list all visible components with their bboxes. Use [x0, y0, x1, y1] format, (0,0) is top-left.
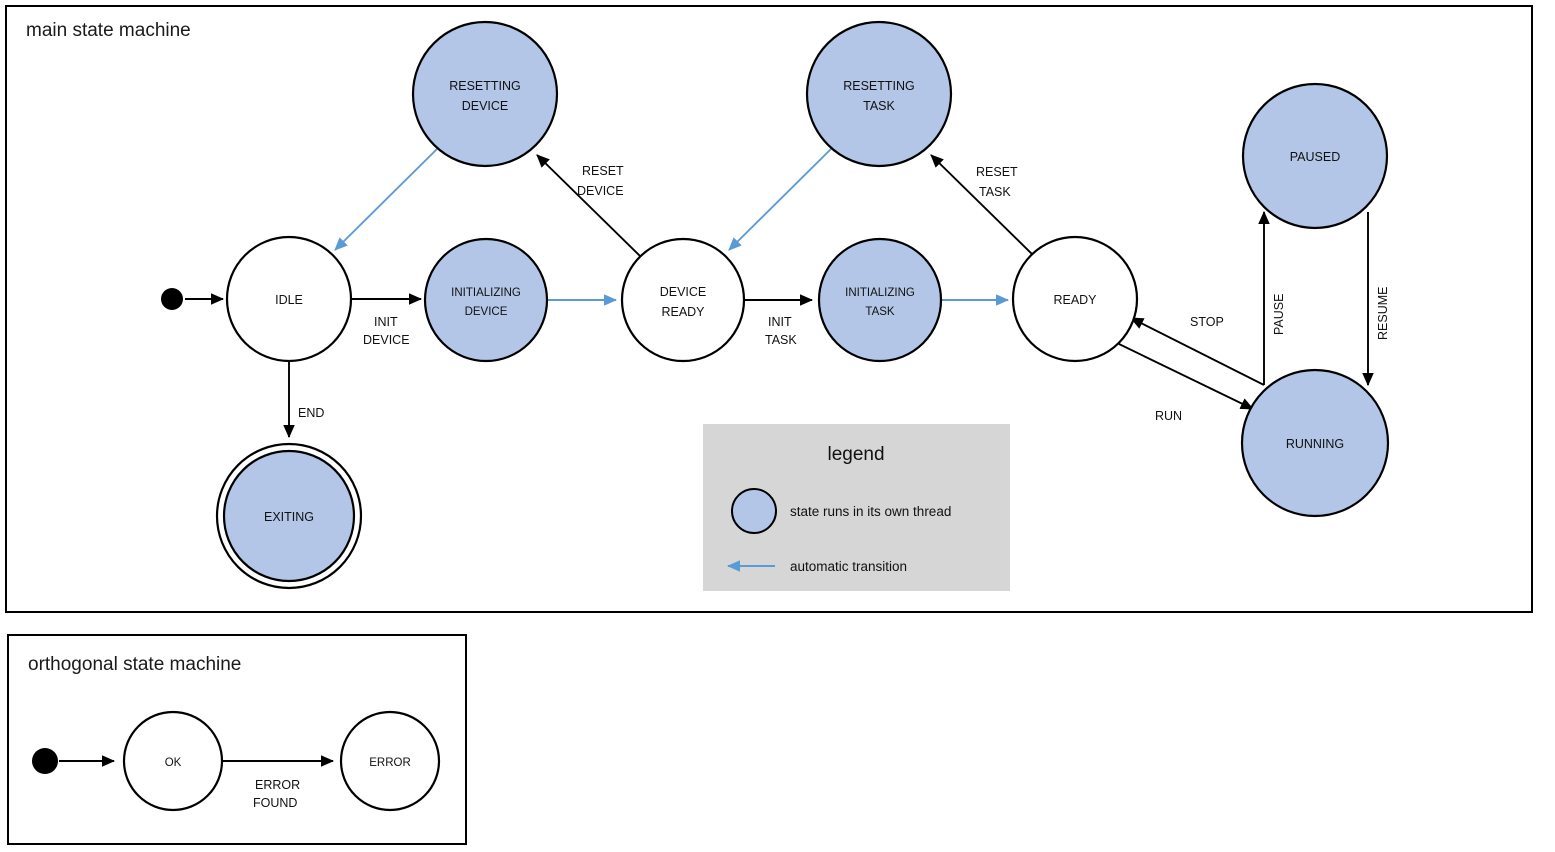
state-error-shape[interactable] — [339, 710, 441, 812]
state-initializing-task-label-line1: INITIALIZING — [845, 287, 915, 299]
main-frame-title: main state machine — [26, 20, 191, 41]
initial-state-dot-main — [161, 288, 183, 310]
state-initializing-device-shape[interactable] — [423, 237, 549, 363]
legend-title: legend — [827, 444, 884, 465]
transition-ready-to-resetting-task — [930, 154, 1035, 257]
edge-label-init-device-line1: INIT — [374, 315, 398, 329]
edge-label-run: RUN — [1155, 409, 1182, 423]
edge-label-init-device-line2: DEVICE — [363, 333, 410, 347]
legend: legend state runs in its own thread auto… — [703, 424, 1010, 591]
state-ready-shape[interactable] — [1011, 235, 1139, 363]
state-paused-shape[interactable] — [1241, 82, 1389, 230]
state-idle[interactable]: IDLE — [225, 235, 353, 363]
main-transitions: INIT DEVICE END RESET DEVICE INIT TASK R… — [185, 148, 1390, 439]
state-exiting-outer-ring — [215, 442, 363, 590]
state-ready[interactable]: READY — [1011, 235, 1139, 363]
state-resetting-device-shape[interactable] — [411, 20, 559, 168]
initial-state-dot-orthogonal — [32, 748, 58, 774]
state-initializing-task[interactable]: INITIALIZING TASK — [817, 237, 943, 363]
edge-label-init-task-line1: INIT — [768, 315, 792, 329]
orthogonal-states: OK ERROR — [32, 710, 441, 812]
main-states: IDLE RESETTING DEVICE INITIALIZING DEVIC… — [161, 20, 1390, 590]
state-running[interactable]: RUNNING — [1240, 368, 1390, 518]
state-paused-label: PAUSED — [1290, 150, 1340, 164]
edge-label-reset-device-line2: DEVICE — [577, 184, 624, 198]
state-resetting-device-label-line1: RESETTING — [449, 79, 521, 93]
edge-label-init-task-line2: TASK — [765, 333, 797, 347]
orthogonal-transitions: ERROR FOUND — [59, 755, 335, 810]
legend-auto-transition-text: automatic transition — [790, 559, 907, 574]
state-resetting-device-label-line2: DEVICE — [462, 99, 509, 113]
state-device-ready-label-line1: DEVICE — [660, 285, 707, 299]
edge-label-reset-task-line1: RESET — [976, 165, 1018, 179]
state-ok-label: OK — [165, 757, 182, 769]
edge-label-error-found-line1: ERROR — [255, 778, 300, 792]
state-device-ready-label-line2: READY — [661, 305, 705, 319]
state-initializing-task-shape[interactable] — [817, 237, 943, 363]
state-resetting-device[interactable]: RESETTING DEVICE — [411, 20, 559, 168]
state-resetting-task-label-line2: TASK — [863, 99, 895, 113]
state-resetting-task-shape[interactable] — [805, 20, 953, 168]
state-resetting-task[interactable]: RESETTING TASK — [805, 20, 953, 168]
state-error-label: ERROR — [369, 757, 411, 769]
state-initializing-device-label-line1: INITIALIZING — [451, 287, 521, 299]
state-exiting-shape[interactable] — [222, 449, 356, 583]
legend-thread-state-icon — [731, 488, 777, 534]
edge-label-error-found-line2: FOUND — [253, 796, 297, 810]
transition-resetting-task-to-device-ready — [728, 148, 832, 251]
state-exiting[interactable]: EXITING — [215, 442, 363, 590]
orthogonal-frame-title: orthogonal state machine — [28, 654, 241, 675]
state-ok-shape[interactable] — [122, 710, 224, 812]
state-idle-shape[interactable] — [225, 235, 353, 363]
state-ready-label: READY — [1053, 293, 1097, 307]
edge-label-reset-task-line2: TASK — [979, 185, 1011, 199]
state-initializing-device[interactable]: INITIALIZING DEVICE — [423, 237, 549, 363]
edge-label-pause: PAUSE — [1272, 294, 1286, 335]
edge-label-reset-device-line1: RESET — [582, 164, 624, 178]
edge-label-stop: STOP — [1190, 315, 1224, 329]
state-ok[interactable]: OK — [122, 710, 224, 812]
state-running-label: RUNNING — [1286, 437, 1344, 451]
state-device-ready[interactable]: DEVICE READY — [620, 237, 746, 363]
state-running-shape[interactable] — [1240, 368, 1390, 518]
transition-ready-to-running — [1118, 343, 1254, 410]
state-error[interactable]: ERROR — [339, 710, 441, 812]
transition-running-to-ready — [1130, 317, 1265, 386]
state-idle-label: IDLE — [275, 293, 303, 307]
legend-thread-state-text: state runs in its own thread — [790, 504, 951, 519]
state-initializing-task-label-line2: TASK — [865, 306, 895, 318]
transition-resetting-device-to-idle — [334, 148, 438, 251]
state-resetting-task-label-line1: RESETTING — [843, 79, 915, 93]
edge-label-end: END — [298, 406, 324, 420]
state-paused[interactable]: PAUSED — [1241, 82, 1389, 230]
state-exiting-label: EXITING — [264, 510, 314, 524]
edge-label-resume: RESUME — [1376, 287, 1390, 340]
state-device-ready-shape[interactable] — [620, 237, 746, 363]
state-initializing-device-label-line2: DEVICE — [465, 306, 508, 318]
transition-device-ready-to-resetting-device — [536, 154, 641, 257]
